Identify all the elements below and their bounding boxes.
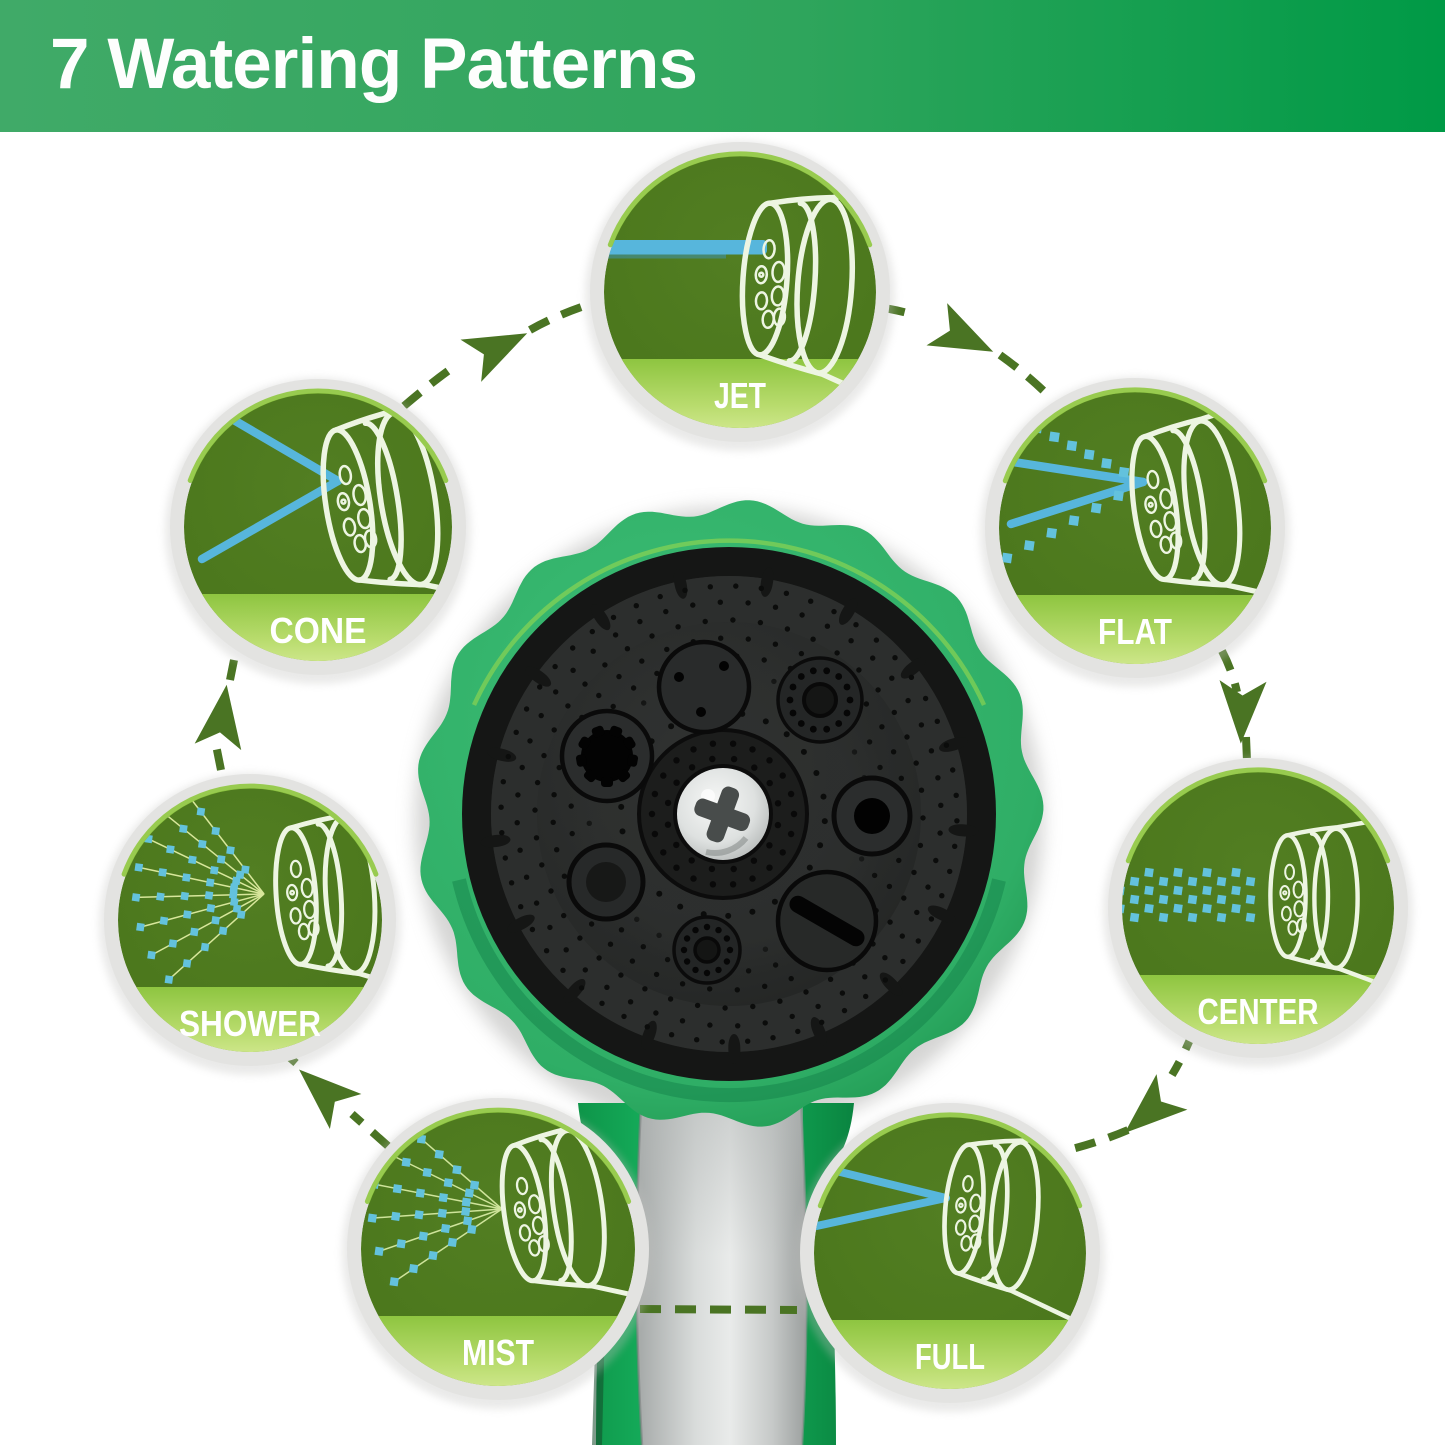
svg-text:MIST: MIST <box>462 1332 534 1373</box>
svg-text:7 Watering Patterns: 7 Watering Patterns <box>50 25 697 104</box>
svg-text:FULL: FULL <box>915 1336 985 1377</box>
svg-text:SHOWER: SHOWER <box>179 1003 321 1044</box>
svg-text:CONE: CONE <box>270 610 367 651</box>
svg-text:FLAT: FLAT <box>1098 611 1172 652</box>
svg-text:CENTER: CENTER <box>1198 991 1319 1032</box>
svg-text:JET: JET <box>714 375 766 416</box>
